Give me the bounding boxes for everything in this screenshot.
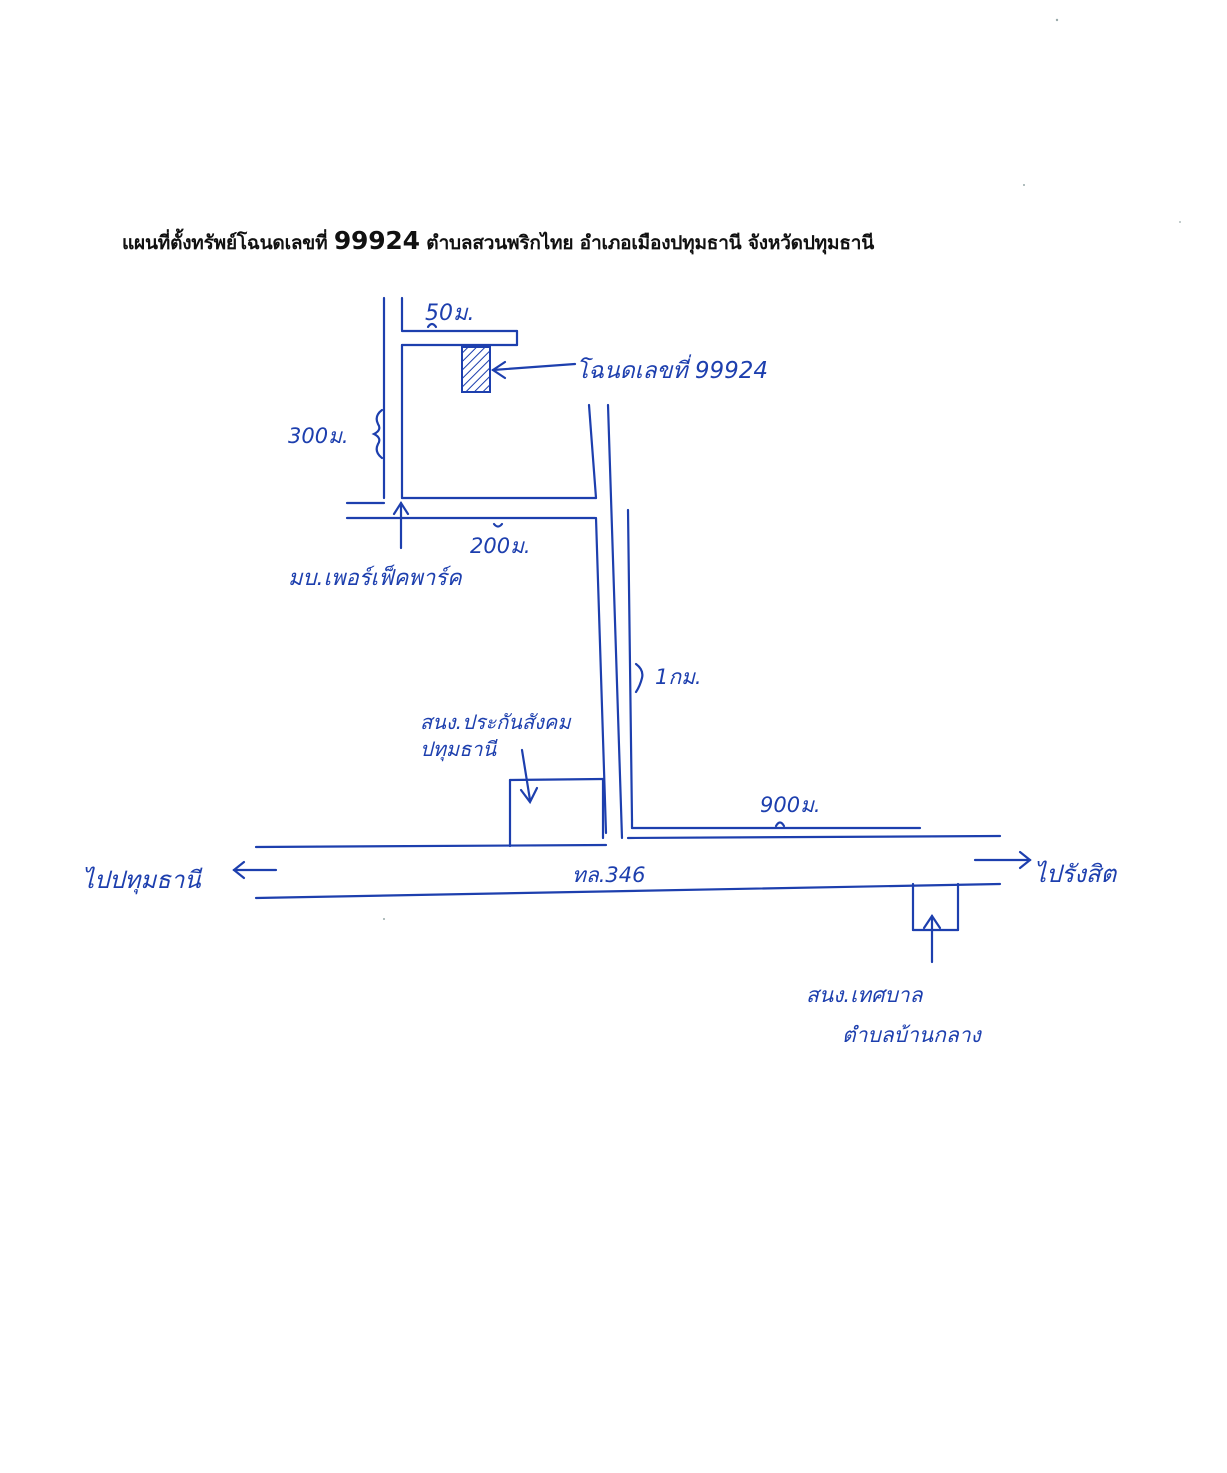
- label-municipality-2: ตำบลบ้านกลาง: [842, 1023, 982, 1047]
- brace-300m: [371, 408, 384, 460]
- brace-900m: [774, 821, 786, 828]
- label-highway: ทล.346: [572, 863, 645, 887]
- title-suffix: ตำบลสวนพริกไทย อำเภอเมืองปทุมธานี จังหวั…: [426, 232, 874, 254]
- scan-speck: [1055, 18, 1059, 22]
- map-title: แผนที่ตั้งทรัพย์โฉนดเลขที่ 99924 ตำบลสวน…: [122, 226, 1122, 258]
- social-security-office: [508, 748, 605, 848]
- municipality-office: [911, 882, 960, 964]
- label-social-security-1: สนง.ประกันสังคม: [420, 710, 572, 734]
- label-50m: 50ม.: [425, 301, 475, 326]
- label-200m: 200ม.: [470, 534, 531, 558]
- plot-access-road: [400, 329, 519, 347]
- village-road: [382, 296, 404, 500]
- label-village: มบ.เพอร์เฟ็คพาร์ค: [288, 564, 463, 591]
- title-deed-number: 99924: [333, 226, 420, 255]
- scan-speck: [1179, 221, 1181, 223]
- highway-346: [254, 834, 1002, 900]
- label-to-pathum: ไปปทุมธานี: [82, 866, 203, 895]
- brace-1km: [634, 662, 644, 694]
- arrow-to-rangsit: [973, 850, 1032, 870]
- deed-plot: [461, 346, 491, 393]
- brace-200m: [492, 522, 504, 528]
- label-1km: 1กม.: [655, 665, 702, 689]
- frontage-road-900m: [630, 818, 922, 830]
- scan-speck: [383, 918, 385, 920]
- brace-50m: [426, 322, 438, 329]
- label-social-security-2: ปทุมธานี: [420, 737, 498, 762]
- label-300m: 300ม.: [288, 424, 349, 448]
- soi-200m: [345, 501, 597, 520]
- main-road-1km: [587, 403, 634, 840]
- scan-speck: [1023, 184, 1025, 186]
- label-municipality-1: สนง.เทศบาล: [806, 983, 924, 1007]
- label-to-rangsit: ไปรังสิต: [1034, 860, 1118, 888]
- arrow-to-pathum: [232, 860, 278, 880]
- label-deed: โฉนดเลขที่ 99924: [576, 354, 768, 384]
- village-arrow: [392, 500, 410, 550]
- deed-arrow: [491, 362, 577, 372]
- label-900m: 900ม.: [760, 793, 821, 817]
- deed-arrowhead: [491, 360, 507, 380]
- title-prefix: แผนที่ตั้งทรัพย์โฉนดเลขที่: [122, 232, 328, 254]
